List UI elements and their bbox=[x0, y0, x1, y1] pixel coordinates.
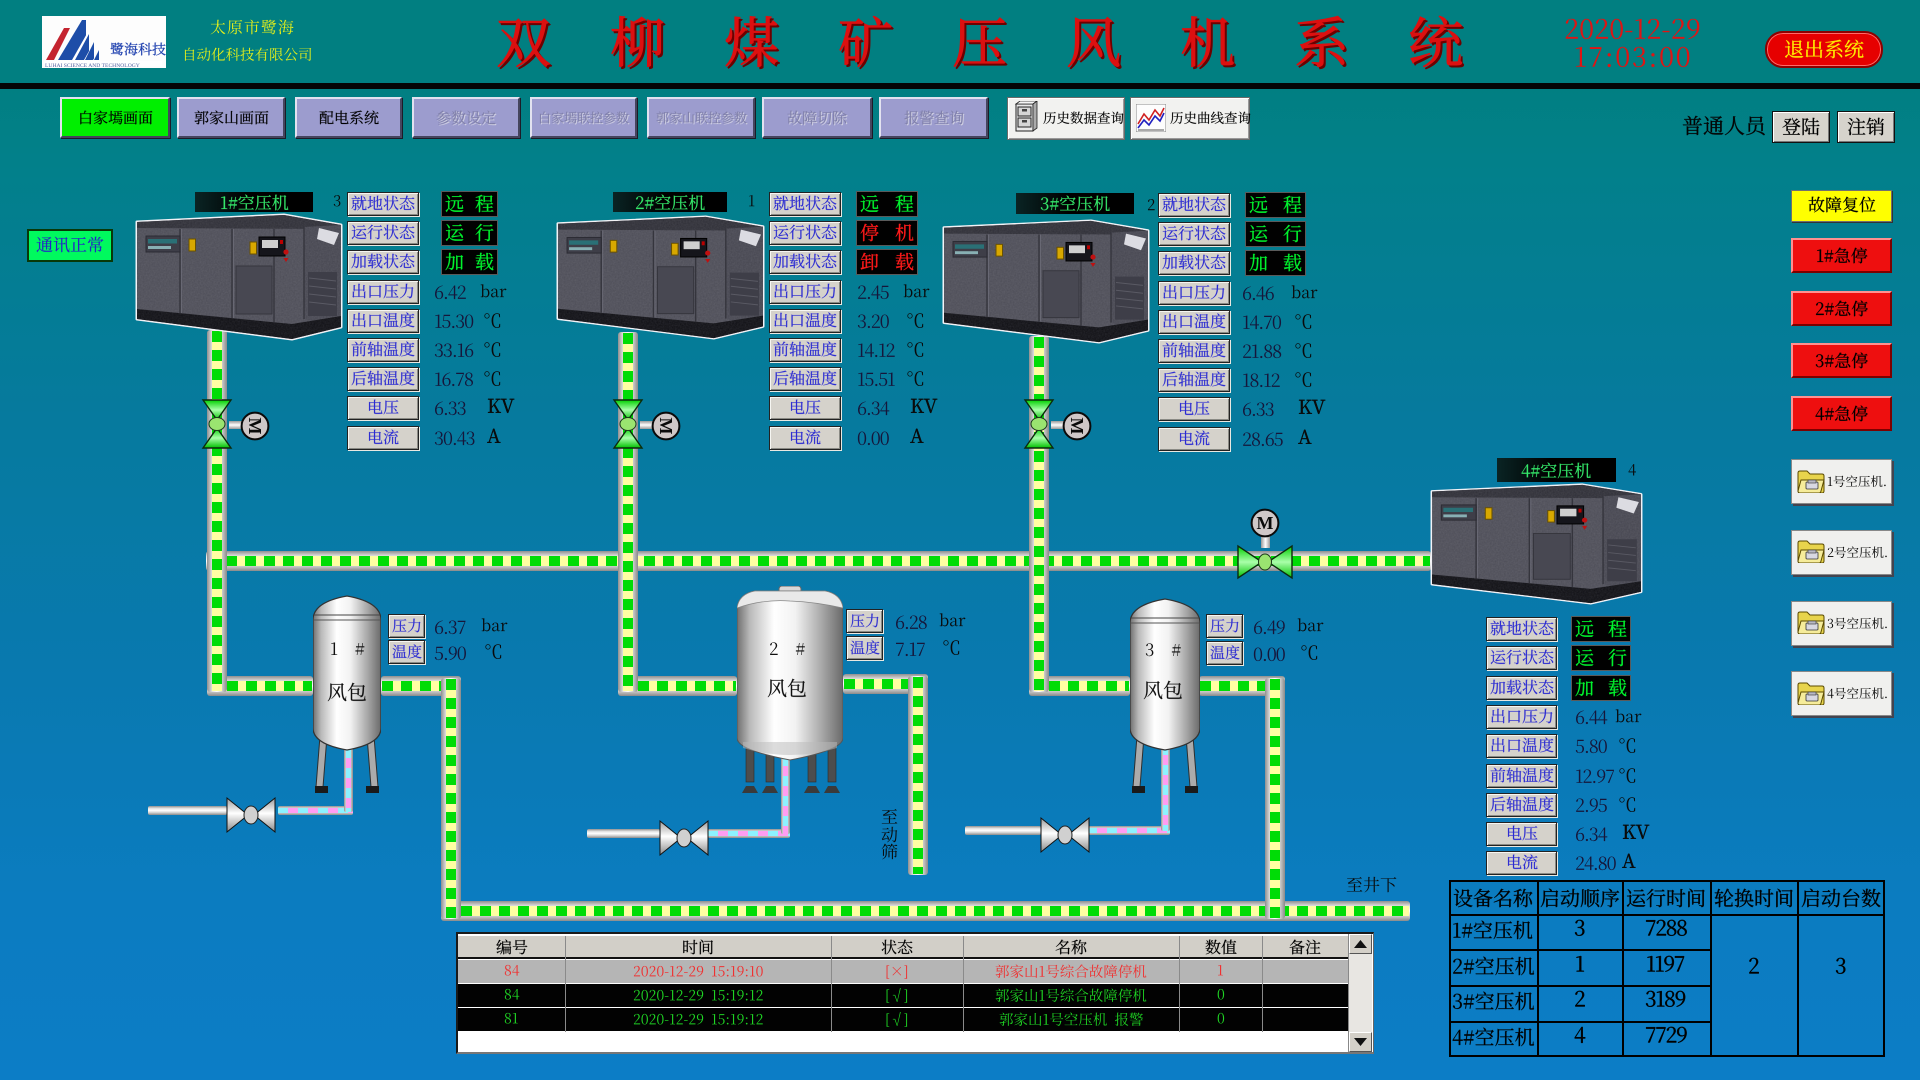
svg-text:LUHAI SCIENCE AND TECHNOLOGY: LUHAI SCIENCE AND TECHNOLOGY bbox=[45, 63, 140, 68]
svg-text:M: M bbox=[1067, 418, 1087, 435]
svg-text:M: M bbox=[1257, 513, 1274, 533]
svg-text:M: M bbox=[245, 418, 265, 435]
svg-text:M: M bbox=[656, 418, 676, 435]
